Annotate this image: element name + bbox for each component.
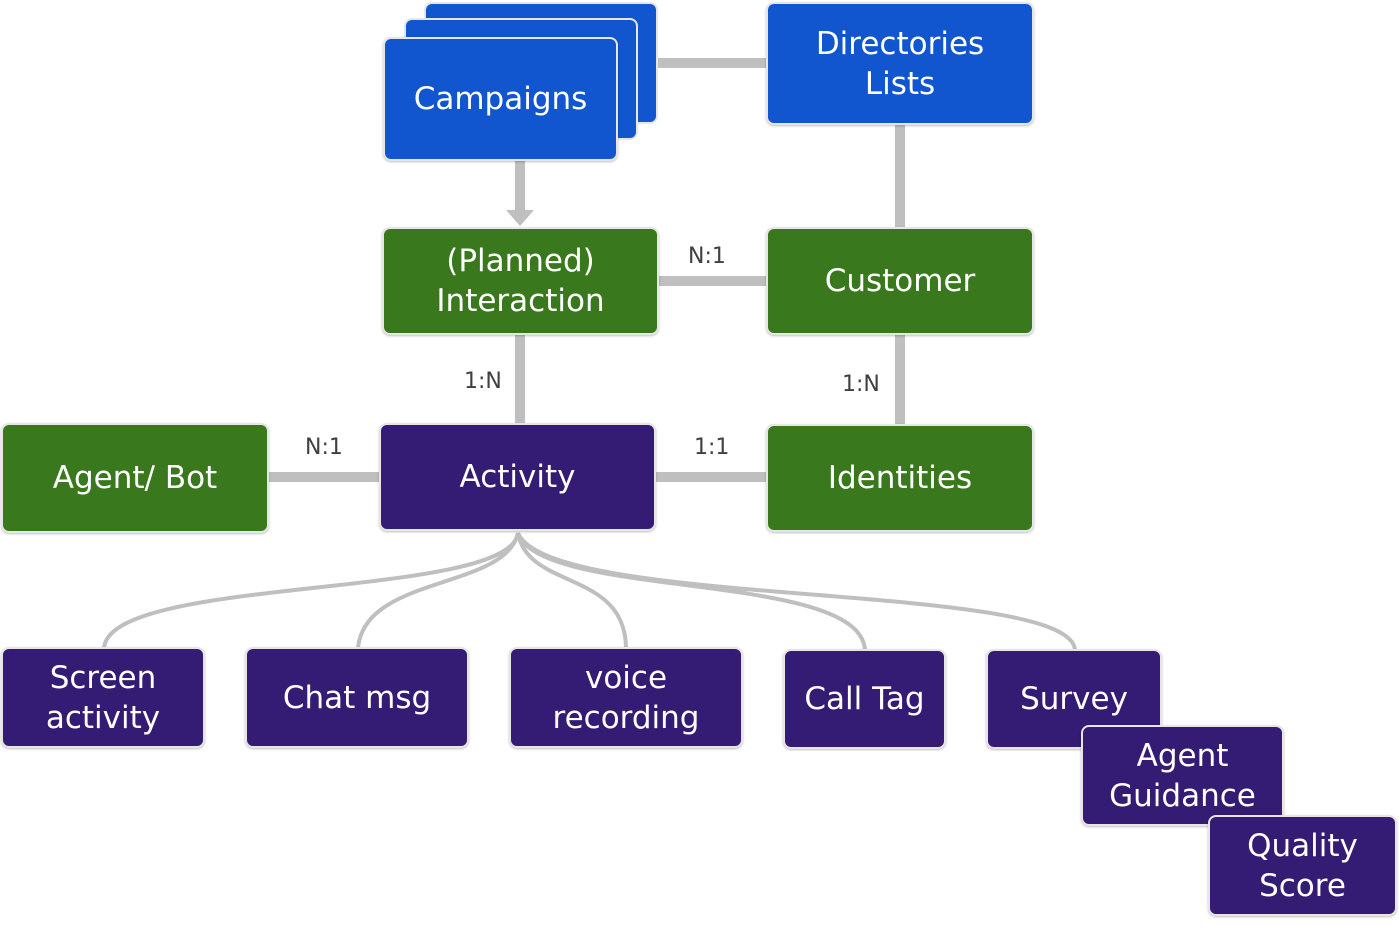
activity-survey-curve [516, 532, 1077, 651]
quality-score-node: Quality Score [1208, 815, 1397, 916]
agent-guidance-label: Agent Guidance [1109, 737, 1256, 814]
interaction-activity-cardinality: 1:N [464, 369, 502, 394]
activity-calltag-curve [516, 532, 867, 651]
activity-chat-curve [356, 532, 520, 649]
agent-guidance-node: Agent Guidance [1081, 725, 1284, 826]
chat-msg-node: Chat msg [245, 647, 469, 748]
directories-lists-node: Directories Lists [766, 2, 1034, 125]
screen-activity-label: Screen activity [45, 659, 161, 736]
agent-bot-label: Agent/ Bot [52, 460, 218, 496]
activity-label: Activity [459, 459, 576, 495]
chat-msg-label: Chat msg [282, 679, 432, 716]
quality-score-label: Quality Score [1247, 827, 1358, 904]
planned-interaction-node: (Planned) Interaction [382, 227, 659, 335]
arrow-head [506, 210, 534, 226]
agent-activity-cardinality: N:1 [305, 435, 343, 460]
identities-node: Identities [766, 424, 1034, 532]
customer-identities-cardinality: 1:N [842, 372, 880, 397]
directories-lists-label: Directories Lists [815, 25, 985, 102]
activity-identities-cardinality: 1:1 [694, 435, 730, 460]
customer-node: Customer [766, 227, 1034, 335]
screen-activity-node: Screen activity [1, 647, 205, 748]
voice-recording-node: voice recording [509, 647, 743, 748]
activity-screen-curve [102, 532, 520, 649]
agent-bot-node: Agent/ Bot [1, 423, 269, 533]
call-tag-node: Call Tag [783, 649, 946, 749]
identities-label: Identities [827, 460, 973, 496]
campaigns-node: Campaigns [383, 37, 618, 161]
planned-interaction-label: (Planned) Interaction [436, 243, 605, 319]
activity-voice-curve [516, 532, 628, 649]
call-tag-label: Call Tag [804, 681, 925, 717]
activity-node: Activity [379, 423, 656, 531]
survey-label: Survey [1020, 681, 1128, 717]
customer-label: Customer [824, 263, 976, 299]
voice-recording-label: voice recording [552, 659, 700, 736]
campaigns-label: Campaigns [413, 81, 588, 117]
interaction-customer-cardinality: N:1 [688, 244, 726, 269]
